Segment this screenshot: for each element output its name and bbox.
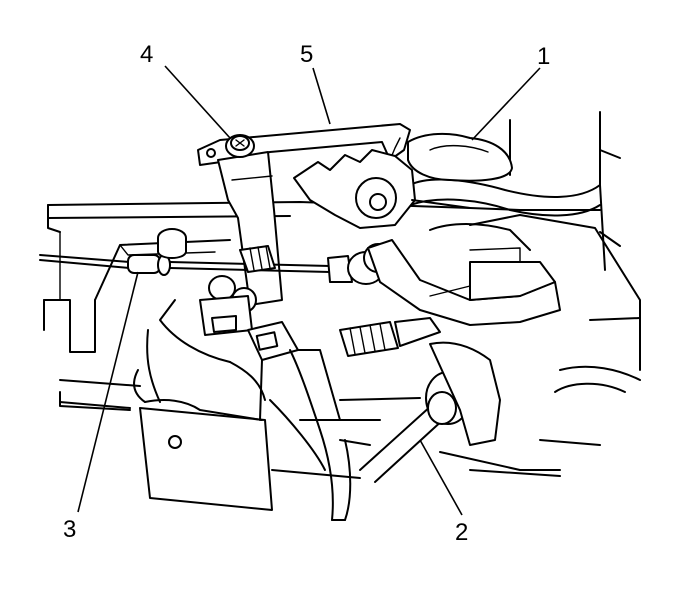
- callout-3: 3: [63, 516, 76, 543]
- leader-line-2: [419, 439, 463, 516]
- pivot-pins: [157, 228, 257, 336]
- retaining-bolt: [206, 134, 255, 158]
- shift-shaft: [299, 341, 561, 483]
- detent-plate: [293, 149, 471, 229]
- lower-rail: [59, 401, 561, 479]
- callout-labels: 1 2 3 4 5: [63, 41, 550, 546]
- transmission-housing: [407, 111, 641, 446]
- cable-link: [367, 239, 561, 326]
- callout-5: 5: [300, 41, 313, 68]
- springs: [239, 245, 441, 357]
- callout-4: 4: [140, 41, 153, 68]
- leader-line-5: [312, 67, 331, 125]
- leader-line-4: [164, 65, 231, 139]
- callout-1: 1: [537, 43, 550, 70]
- leader-line-3: [77, 271, 139, 513]
- leader-line-1: [471, 67, 541, 141]
- callout-2: 2: [455, 519, 468, 546]
- mounting-bracket: [133, 299, 352, 521]
- leader-lines: [77, 65, 541, 516]
